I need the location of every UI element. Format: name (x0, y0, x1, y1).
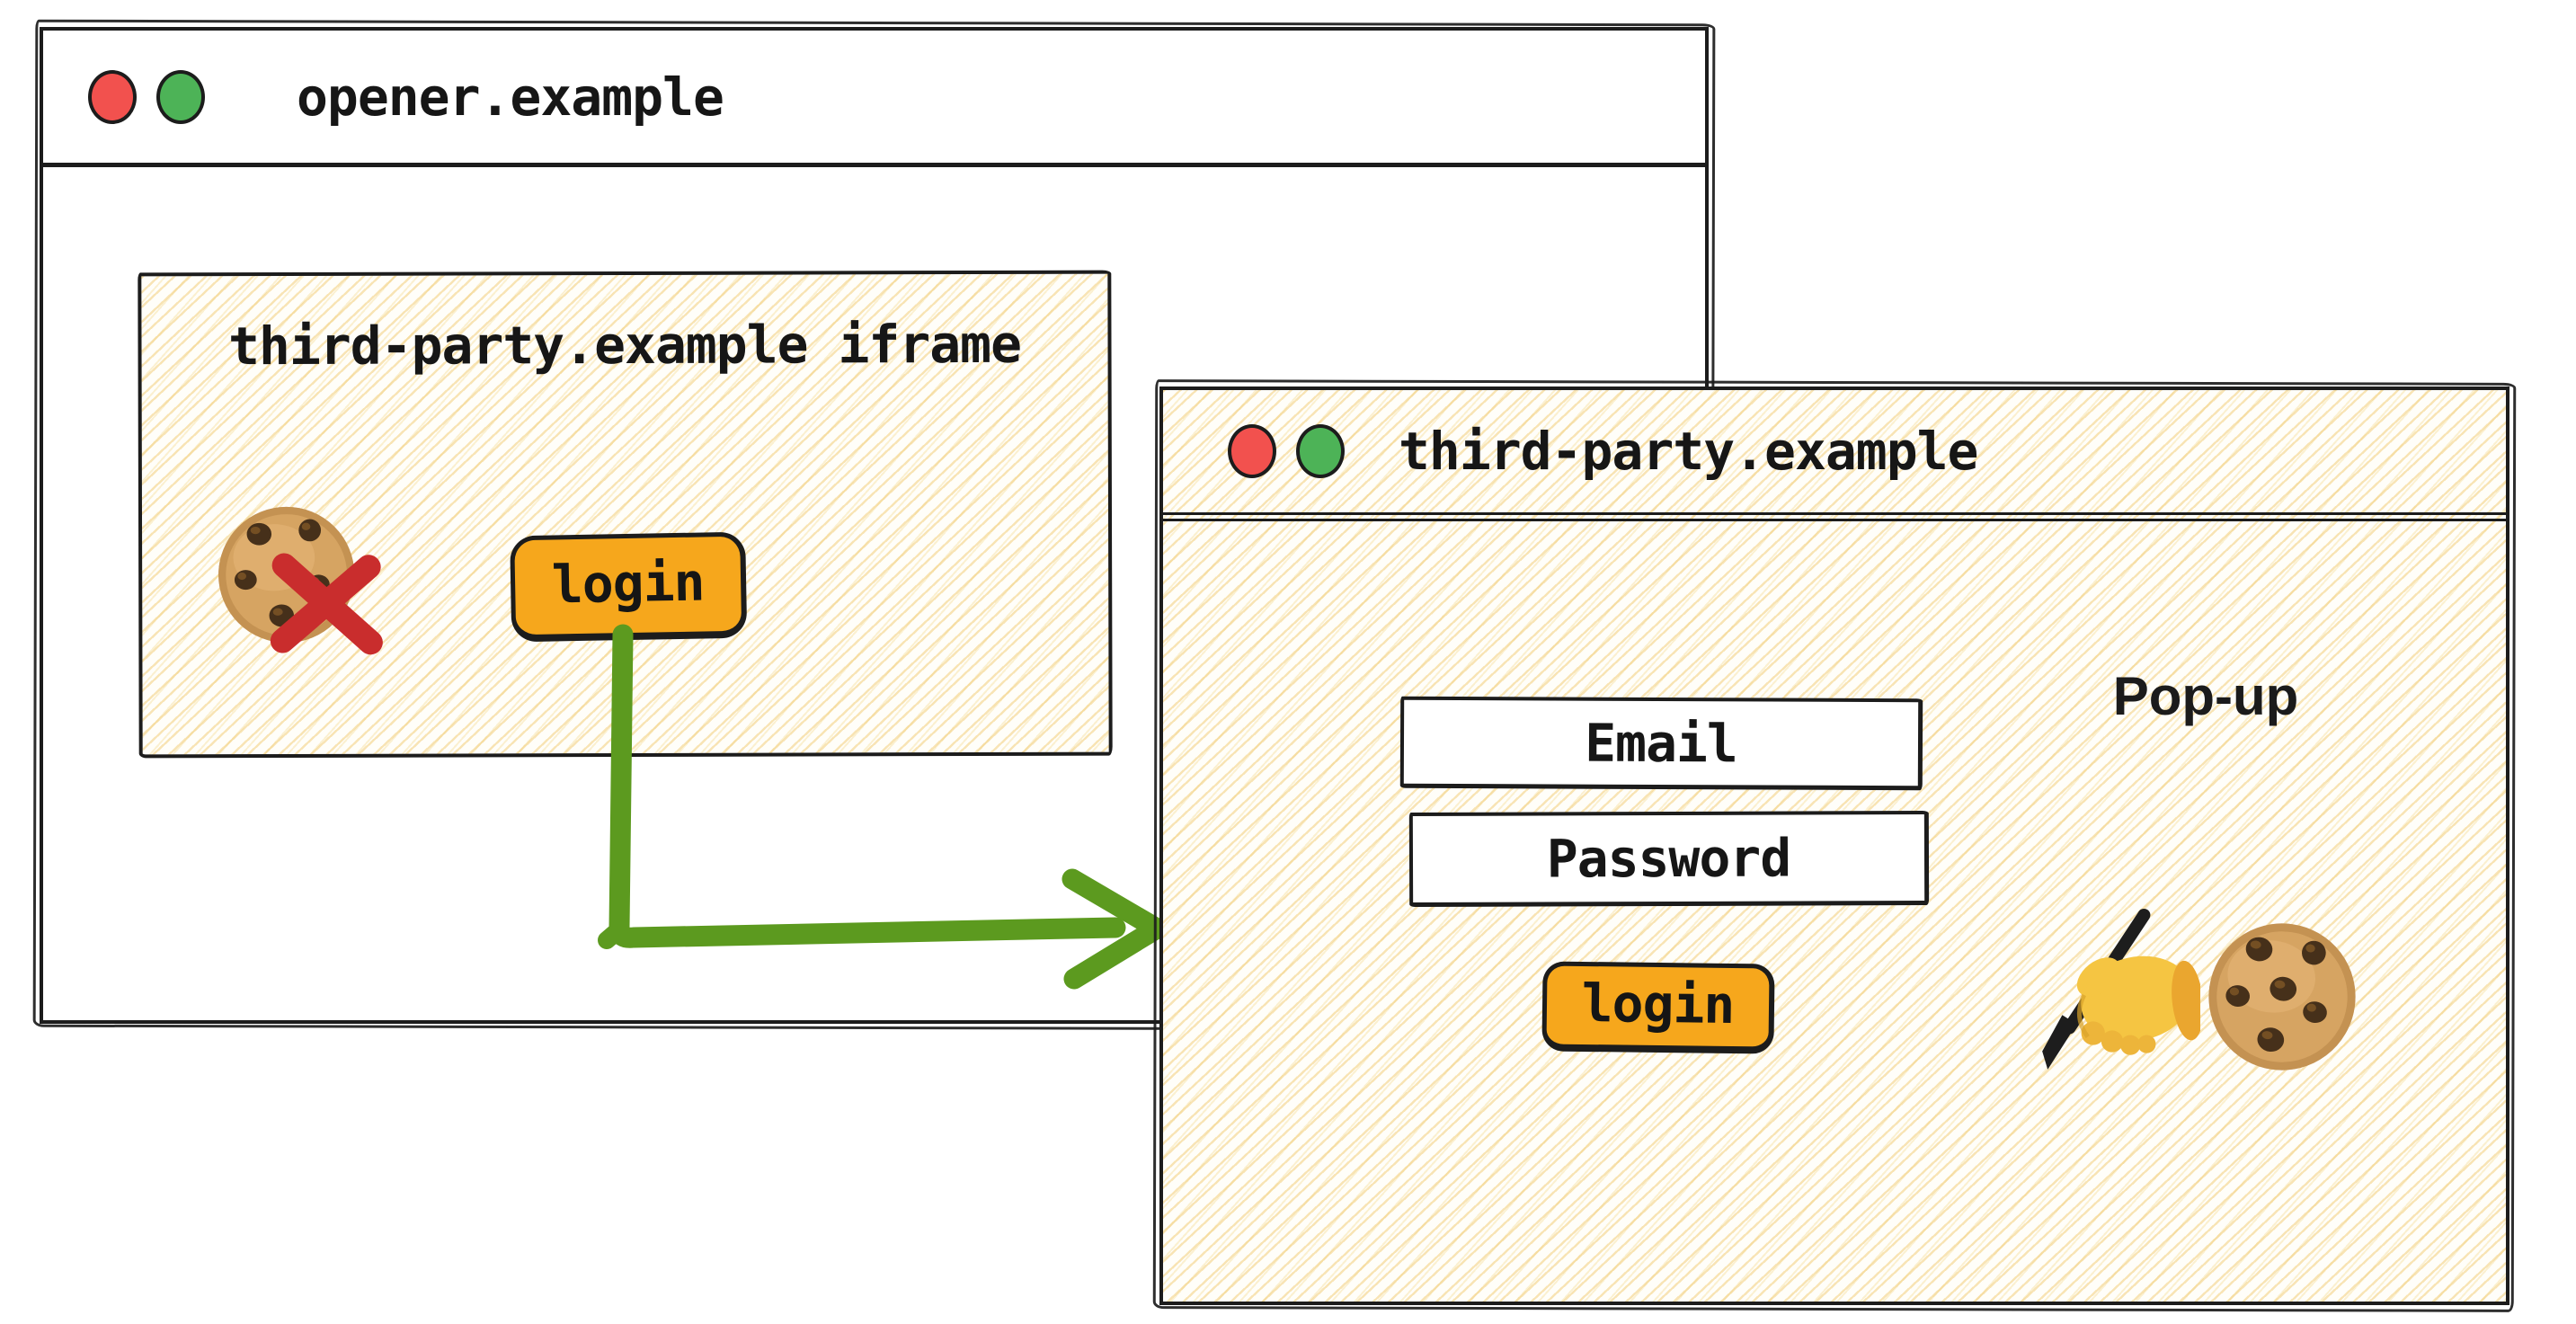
popup-window: third-party.example Pop-up login (1159, 387, 2509, 1305)
popup-login-button[interactable]: login (1541, 961, 1775, 1054)
minimize-button-icon[interactable] (1296, 424, 1345, 478)
password-field[interactable] (1408, 810, 1930, 908)
writing-hand-icon (2028, 908, 2200, 1080)
opener-window-title: opener.example (297, 66, 724, 128)
popup-annotation: Pop-up (2112, 666, 2299, 726)
close-button-icon[interactable] (1228, 424, 1276, 478)
email-field[interactable] (1399, 696, 1923, 791)
close-button-icon[interactable] (88, 69, 137, 124)
blocked-cookie-icon (212, 501, 420, 708)
popup-titlebar: third-party.example (1159, 390, 2509, 521)
minimize-button-icon[interactable] (156, 69, 205, 124)
popup-window-title: third-party.example (1399, 421, 1978, 482)
login-to-popup-arrow (598, 624, 1168, 990)
opener-titlebar: opener.example (43, 31, 1705, 167)
cookie-icon (2191, 906, 2372, 1087)
third-party-iframe: third-party.example iframe login (138, 270, 1113, 759)
red-x-icon (270, 553, 383, 655)
iframe-title: third-party.example iframe (227, 313, 1022, 378)
